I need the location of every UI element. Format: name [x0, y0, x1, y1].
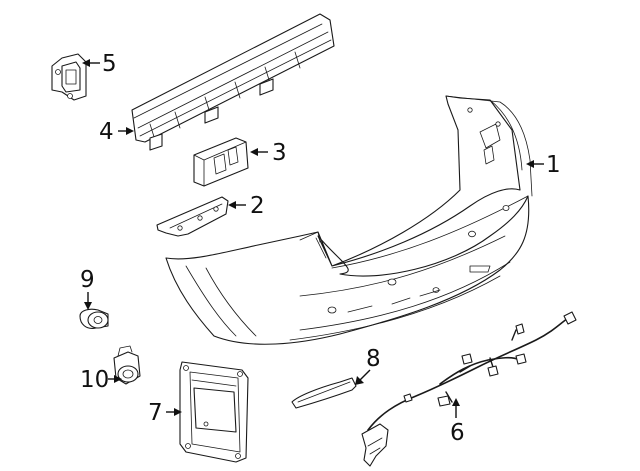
part-7-bracket-plate	[179, 361, 249, 463]
callout-4: 4	[99, 119, 134, 145]
callout-label-7: 7	[148, 400, 163, 426]
callout-label-8: 8	[366, 346, 381, 372]
callout-7: 7	[148, 400, 182, 426]
part-9-parking-sensor	[79, 308, 109, 329]
callout-2: 2	[228, 193, 265, 219]
part-2-side-bracket	[156, 196, 229, 237]
callout-label-2: 2	[250, 193, 265, 219]
part-8-reflector	[291, 377, 357, 409]
callout-9: 9	[80, 267, 95, 310]
part-4-reinforcement-beam	[131, 13, 335, 151]
callout-5: 5	[82, 51, 117, 77]
callout-1: 1	[526, 152, 561, 178]
callout-label-4: 4	[99, 119, 114, 145]
callout-8: 8	[355, 346, 381, 385]
part-3-energy-absorber	[193, 137, 249, 187]
callout-10: 10	[80, 367, 122, 393]
part-10-sensor-retainer	[113, 345, 141, 385]
callout-6: 6	[450, 398, 465, 446]
callout-label-6: 6	[450, 420, 465, 446]
callout-label-3: 3	[272, 140, 287, 166]
callout-3: 3	[250, 140, 287, 166]
callout-label-1: 1	[546, 152, 561, 178]
part-1-bumper-cover	[165, 95, 533, 345]
part-6-wiring-harness	[361, 311, 577, 467]
part-5-bracket	[51, 53, 87, 101]
callout-label-9: 9	[80, 267, 95, 293]
callout-label-5: 5	[102, 51, 117, 77]
callout-label-10: 10	[80, 367, 109, 393]
